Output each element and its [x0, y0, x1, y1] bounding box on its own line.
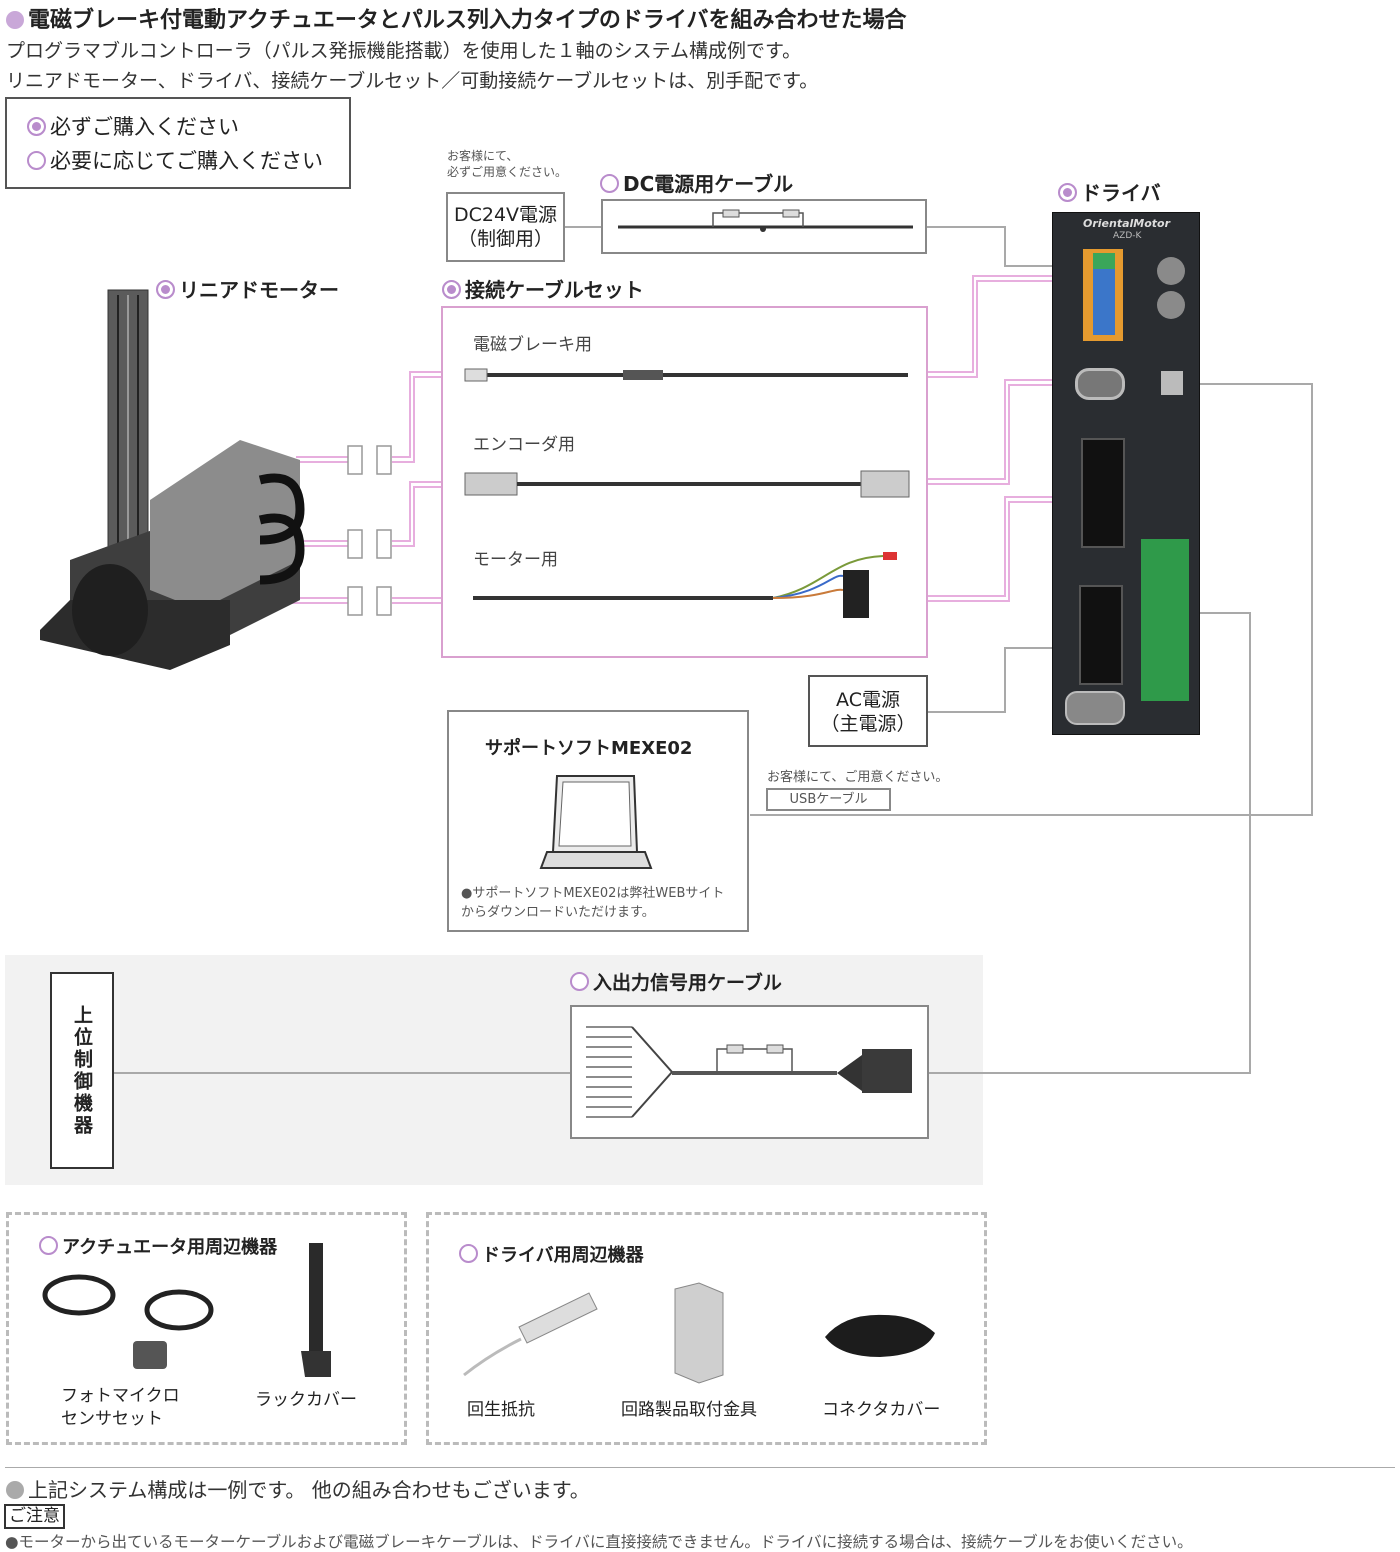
subtitle-line-2: リニアドモーター、ドライバ、接続ケーブルセット／可動接続ケーブルセットは、別手配…: [6, 70, 819, 92]
support-software-title: サポートソフトMEXE02: [485, 738, 693, 759]
driver-main-power-port: [1079, 585, 1123, 685]
caution-text: ●モーターから出ているモーターケーブルおよび電磁ブレーキケーブルは、ドライバに直…: [5, 1533, 1193, 1551]
driver-label: ドライバ: [1058, 177, 1161, 206]
optional-icon: [600, 174, 619, 193]
cable-set-images: [464, 368, 910, 618]
mount-bracket-label: 回路製品取付金具: [621, 1400, 757, 1420]
dc-power-label: DC24V電源: [453, 204, 558, 226]
photo-sensor-label: フォトマイクロセンサセット: [61, 1386, 180, 1429]
cable-set-box: 電磁ブレーキ用 エンコーダ用 モーター用: [441, 306, 928, 658]
driver-dial-2: [1157, 291, 1185, 319]
brake-cable-label: 電磁ブレーキ用: [473, 335, 592, 355]
driver-dial-1: [1157, 257, 1185, 285]
driver-encoder-port: [1075, 368, 1125, 400]
support-software-note: ●サポートソフトMEXE02は弊社WEBサイトからダウンロードいただけます。: [461, 886, 725, 920]
dc-power-sublabel: （制御用）: [457, 228, 553, 250]
optional-icon: [39, 1236, 58, 1255]
legend-optional: 必要に応じてご購入ください: [27, 145, 323, 175]
actuator-peripherals-box: アクチュエータ用周辺機器 フォトマイクロセンサセット ラックカバー: [6, 1212, 407, 1445]
io-cable-image: [586, 1026, 912, 1118]
usb-note: お客様にて、ご用意ください。: [767, 770, 949, 785]
ac-power-sublabel: （主電源）: [820, 713, 916, 735]
actuator-peripheral-images: [42, 1243, 331, 1377]
cable-set-label: 接続ケーブルセット: [442, 274, 644, 303]
host-controller-box: 上位制御機器: [50, 972, 114, 1169]
bullet-icon: [6, 11, 24, 29]
support-software-box: サポートソフトMEXE02 ●サポートソフトMEXE02は弊社WEBサイトからダ…: [447, 710, 749, 932]
driver-terminal-blue: [1093, 255, 1115, 335]
driver-motor-port: [1081, 438, 1125, 548]
required-icon: [156, 280, 175, 299]
bullet-icon: [6, 1481, 24, 1499]
legend-box: 必ずご購入ください 必要に応じてご購入ください: [5, 97, 351, 189]
driver-model: AZD-K: [1113, 231, 1142, 241]
driver-terminal-green: [1093, 253, 1115, 269]
ac-power-box: AC電源 （主電源）: [808, 675, 928, 747]
page-title: 電磁ブレーキ付電動アクチュエータとパルス列入力タイプのドライバを組み合わせた場合: [6, 2, 906, 34]
driver-peripheral-images: [463, 1282, 935, 1384]
connector-cover-label: コネクタカバー: [822, 1400, 941, 1420]
dc-cable-box: [601, 199, 927, 254]
dc-cable-image: [618, 209, 913, 232]
dc-power-note: お客様にて、必ずご用意ください。: [447, 149, 568, 179]
encoder-cable-label: エンコーダ用: [473, 435, 575, 455]
footer-divider: [5, 1467, 1395, 1468]
required-icon: [27, 117, 46, 136]
ac-power-label: AC電源: [836, 689, 900, 711]
regen-resistor-label: 回生抵抗: [467, 1400, 535, 1420]
usb-cable-box: USBケーブル: [766, 788, 891, 811]
caution-label: ご注意: [4, 1504, 65, 1529]
driver-image: OrientalMotor AZD-K: [1052, 212, 1200, 735]
io-cable-box: [570, 1005, 929, 1139]
optional-icon: [459, 1244, 478, 1263]
driver-peripherals-title: ドライバ用周辺機器: [459, 1241, 644, 1267]
dc-24v-power-box: DC24V電源 （制御用）: [446, 192, 565, 262]
driver-usb-port: [1161, 371, 1183, 395]
laptop-icon: [539, 775, 653, 869]
actuator-peripherals-title: アクチュエータ用周辺機器: [39, 1233, 277, 1259]
driver-brand: OrientalMotor: [1083, 217, 1171, 230]
legend-required: 必ずご購入ください: [27, 111, 239, 141]
linear-motor-label: リニアドモーター: [156, 274, 339, 303]
footer-note: 上記システム構成は一例です。 他の組み合わせもございます。: [6, 1474, 590, 1503]
driver-io-terminal: [1141, 539, 1189, 701]
subtitle-line-1: プログラマブルコントローラ（パルス発振機能搭載）を使用した１軸のシステム構成例で…: [6, 40, 802, 62]
required-icon: [1058, 183, 1077, 202]
io-cable-label: 入出力信号用ケーブル: [570, 968, 782, 995]
rack-cover-label: ラックカバー: [255, 1390, 357, 1410]
optional-icon: [27, 151, 46, 170]
dc-cable-label: DC電源用ケーブル: [600, 168, 793, 197]
motor-cable-label: モーター用: [473, 550, 558, 570]
driver-fan: [1065, 691, 1125, 725]
optional-icon: [570, 972, 589, 991]
driver-peripherals-box: ドライバ用周辺機器 回生抵抗 回路製品取付金具 コネクタカバー: [426, 1212, 987, 1445]
required-icon: [442, 280, 461, 299]
